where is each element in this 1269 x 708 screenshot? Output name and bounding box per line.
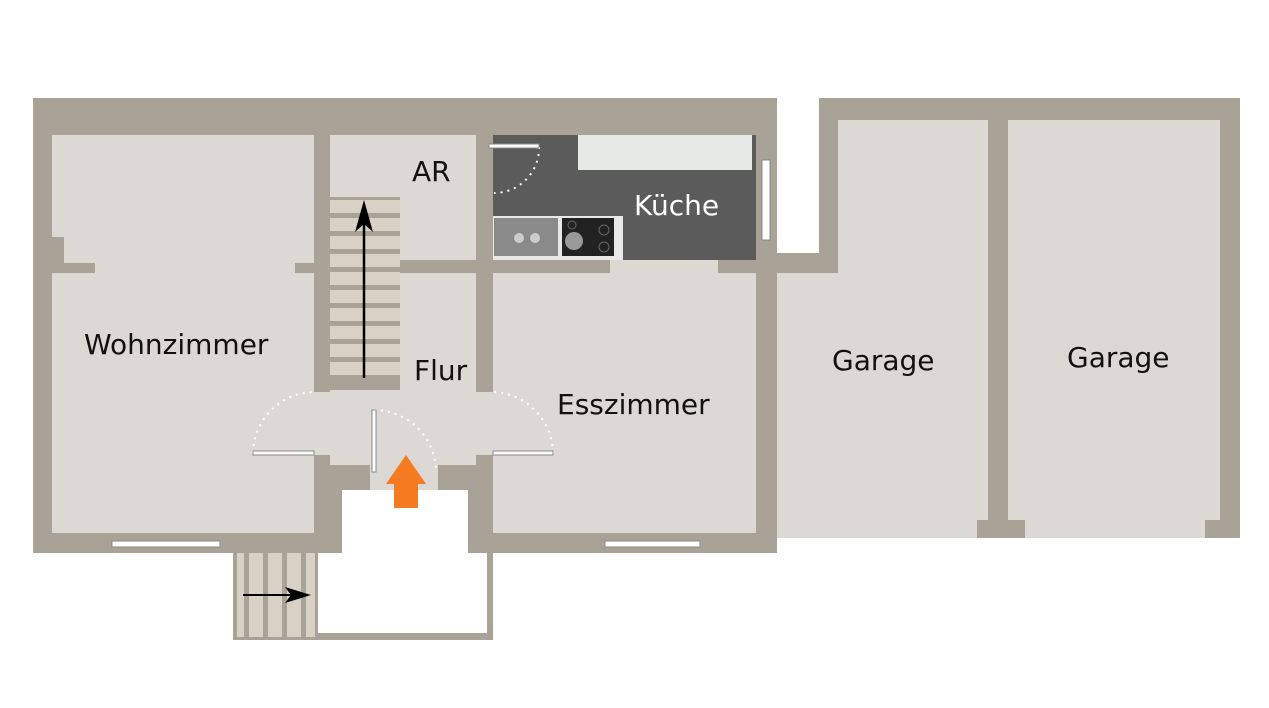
label-wohnzimmer: Wohnzimmer xyxy=(84,328,269,361)
label-garage-2: Garage xyxy=(1067,341,1170,374)
door-swings xyxy=(252,146,554,473)
garage-building xyxy=(756,98,1240,538)
label-ar: AR xyxy=(412,155,451,188)
window xyxy=(111,540,221,548)
sink xyxy=(494,218,558,256)
label-kueche: Küche xyxy=(634,189,719,222)
countertop xyxy=(578,135,752,170)
room-kueche xyxy=(493,135,756,260)
entrance-arrow-icon xyxy=(386,455,426,508)
label-esszimmer: Esszimmer xyxy=(557,388,710,421)
label-flur: Flur xyxy=(414,354,468,387)
stairs-up-arrow-icon xyxy=(355,200,373,378)
room-esszimmer xyxy=(476,260,756,533)
label-garage-1: Garage xyxy=(832,344,935,377)
outdoor-stairs-arrow-icon xyxy=(243,587,311,603)
room-garage-2 xyxy=(1008,120,1220,520)
room-garage-1 xyxy=(838,120,988,520)
porch-floor xyxy=(318,553,487,633)
door-leaves xyxy=(252,143,554,473)
window xyxy=(761,159,771,241)
room-wohnzimmer xyxy=(52,135,334,533)
window xyxy=(604,540,701,548)
